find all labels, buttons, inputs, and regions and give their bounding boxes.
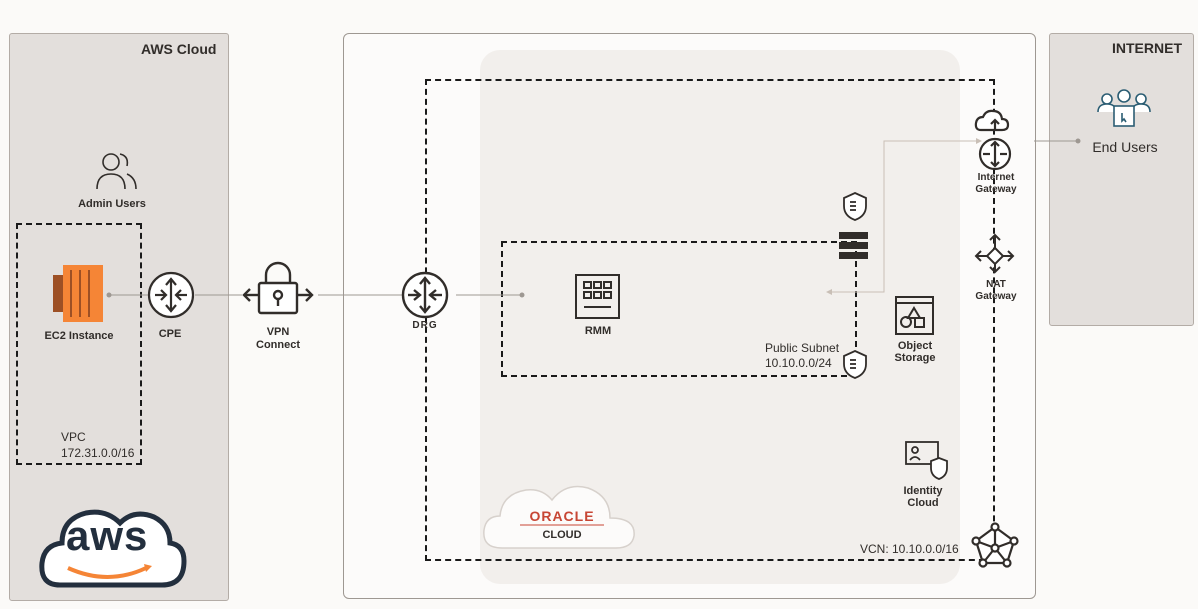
drg-router-icon bbox=[401, 271, 449, 319]
vpc-boundary bbox=[16, 223, 142, 465]
internet-gateway-icon bbox=[974, 109, 1012, 171]
nat-gateway-icon bbox=[974, 233, 1015, 274]
aws-cloud-title: AWS Cloud bbox=[141, 41, 217, 57]
drg-label: DRG bbox=[412, 320, 438, 331]
cpe-label: CPE bbox=[158, 328, 182, 340]
identity-cloud-label: Identity bbox=[903, 485, 943, 497]
oracle-cloud-text: CLOUD bbox=[542, 529, 582, 541]
object-storage-icon bbox=[895, 296, 934, 335]
aws-logo-text: aws bbox=[66, 512, 149, 559]
object-storage-label-2: Storage bbox=[894, 352, 936, 364]
internet-panel bbox=[1049, 33, 1194, 326]
admin-users-icon bbox=[96, 153, 137, 190]
vpc-cidr: 172.31.0.0/16 bbox=[61, 446, 135, 460]
admin-users-label: Admin Users bbox=[78, 198, 146, 210]
identity-cloud-label-2: Cloud bbox=[907, 497, 939, 509]
object-storage-label: Object bbox=[897, 340, 933, 352]
vcn-boundary bbox=[425, 79, 995, 561]
route-table-icon bbox=[839, 232, 868, 259]
end-users-label: End Users bbox=[1092, 139, 1158, 155]
internet-gateway-label: Internet bbox=[977, 172, 1015, 183]
security-list-icon bbox=[843, 192, 867, 221]
identity-cloud-icon bbox=[905, 441, 948, 480]
oracle-logo-text: ORACLE bbox=[529, 508, 595, 524]
security-list-icon-2 bbox=[843, 350, 867, 379]
vpn-lock-icon bbox=[242, 261, 314, 315]
nat-gateway-label-2: Gateway bbox=[975, 291, 1017, 302]
public-subnet-label: Public Subnet bbox=[765, 341, 840, 355]
ec2-instance-icon bbox=[53, 265, 103, 322]
public-subnet-boundary bbox=[501, 241, 857, 377]
vpn-label-2: Connect bbox=[256, 339, 300, 351]
aws-smile bbox=[67, 566, 147, 579]
ec2-label: EC2 Instance bbox=[44, 330, 114, 342]
vpn-label: VPN bbox=[266, 326, 290, 338]
rmm-server-icon bbox=[575, 274, 620, 319]
oracle-cloud-logo bbox=[483, 485, 635, 549]
internet-gateway-label-2: Gateway bbox=[975, 184, 1017, 195]
public-subnet-cidr: 10.10.0.0/24 bbox=[765, 356, 832, 370]
vpc-label: VPC bbox=[61, 430, 86, 444]
aws-cloud-panel bbox=[9, 33, 229, 601]
end-users-icon bbox=[1097, 89, 1151, 127]
vcn-label: VCN: 10.10.0.0/16 bbox=[860, 542, 959, 556]
nat-gateway-label: NAT bbox=[986, 279, 1006, 290]
internet-title: INTERNET bbox=[1112, 40, 1182, 56]
rmm-label: RMM bbox=[584, 325, 612, 337]
vcn-network-icon bbox=[971, 522, 1019, 568]
cpe-router-icon bbox=[147, 271, 195, 319]
